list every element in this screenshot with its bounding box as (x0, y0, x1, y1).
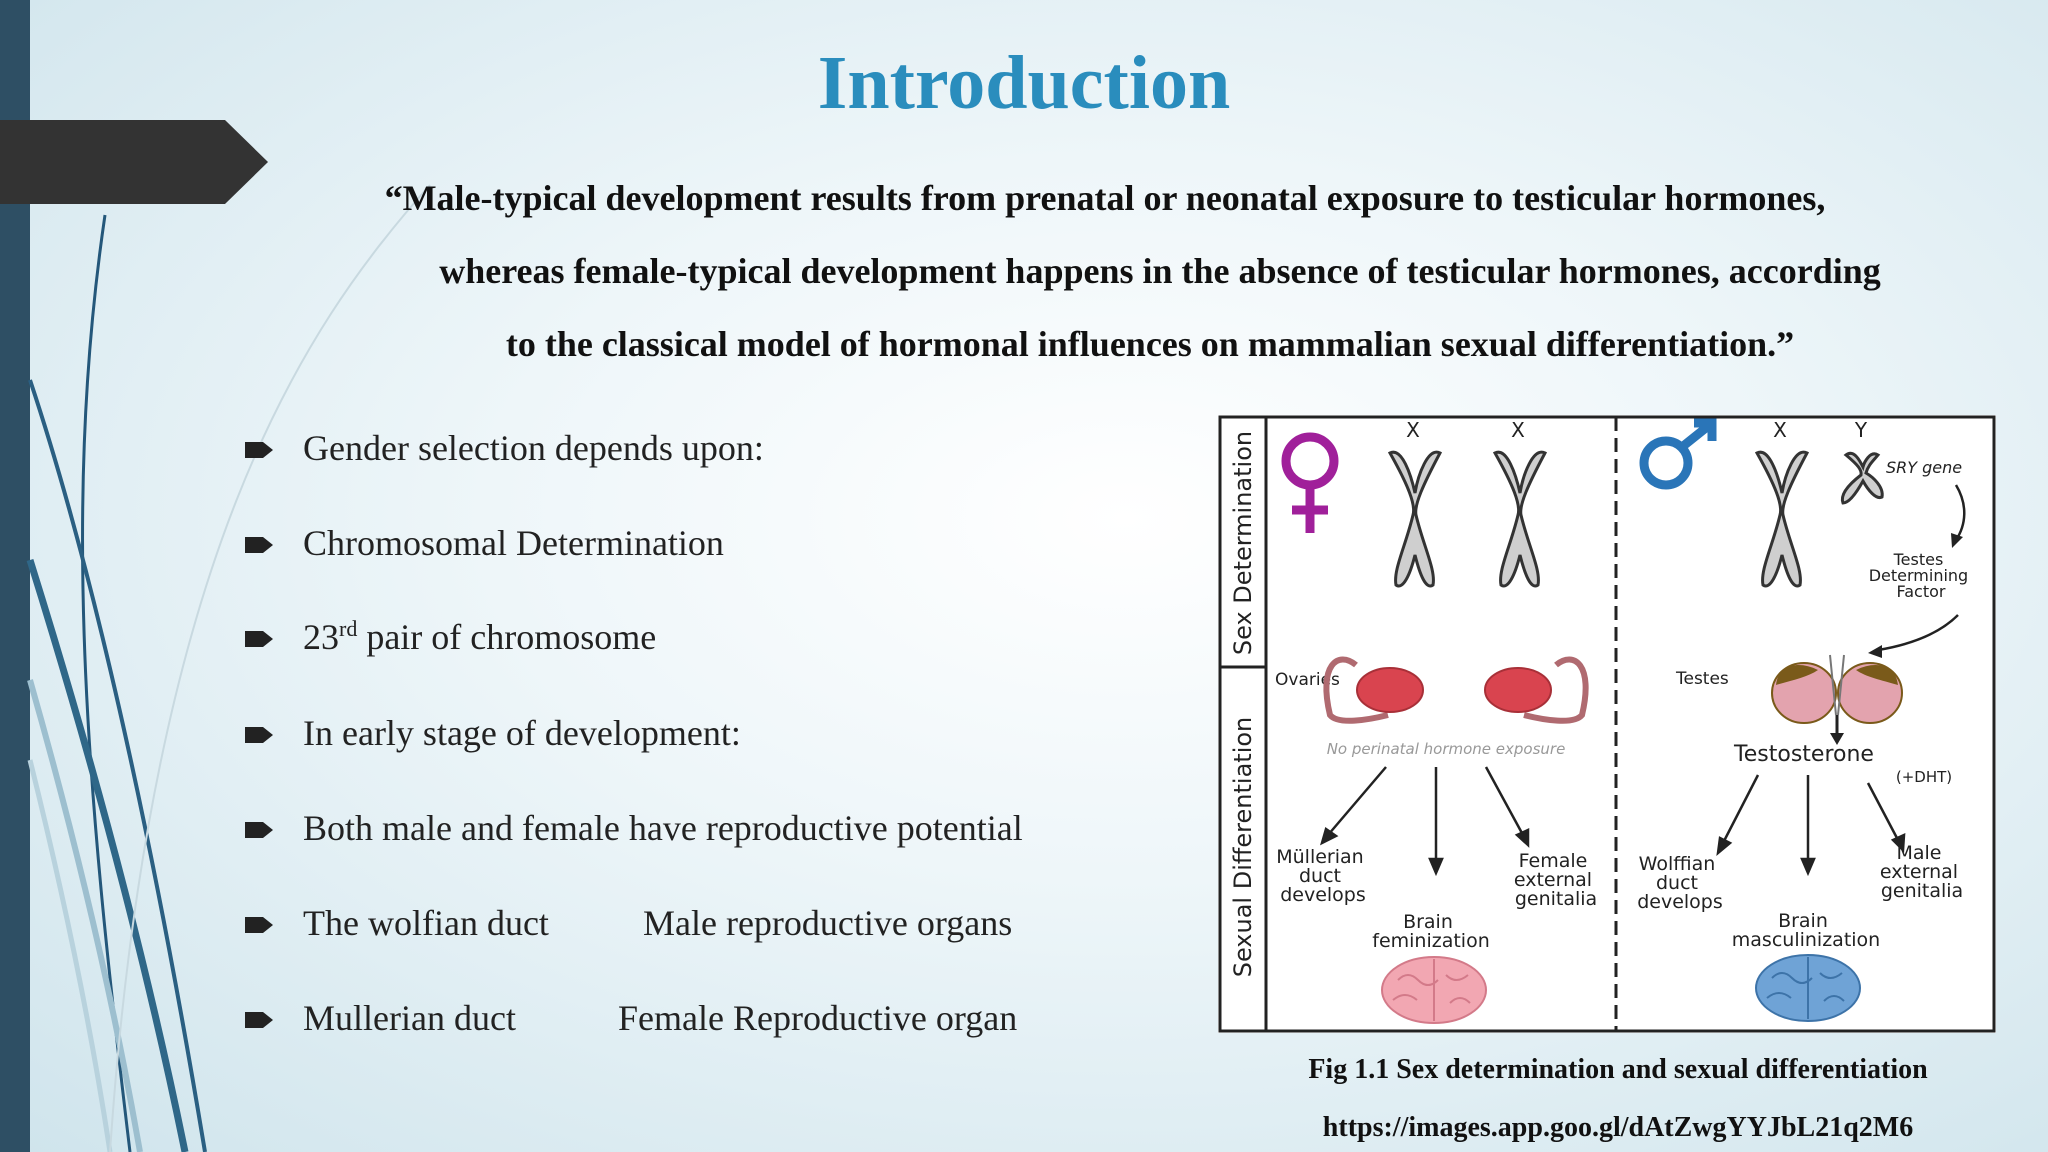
slide-title: Introduction (817, 41, 1231, 125)
arrow-bullet-icon (245, 442, 273, 458)
bullet-result-text: Female Reproductive organ (618, 998, 1018, 1038)
chromosome-label-x: X (1406, 418, 1420, 442)
bullet-text: Both male and female have reproductive p… (303, 808, 1023, 848)
testosterone-label: Testosterone (1733, 742, 1874, 767)
figure-frame (1218, 415, 1996, 1033)
y-chromosome-icon (1840, 452, 1884, 505)
outcome-female-genitalia: Female external genitalia (1514, 850, 1598, 910)
outcome-wolffian: Wolffian duct develops (1637, 853, 1723, 913)
arrow-tab-shape (0, 120, 268, 204)
side-label-sex-determination: Sex Determination (1229, 431, 1257, 655)
outcome-mullerian: Müllerian duct develops (1276, 846, 1370, 906)
brain-pink-icon (1381, 956, 1487, 1024)
sry-arrowhead (1951, 533, 1963, 548)
male-arrows (1716, 774, 1906, 877)
factor-arrow (1877, 614, 1959, 652)
outcome-male-genitalia: Male external genitalia (1880, 842, 1964, 902)
quote-line: to the classical model of hormonal influ… (505, 324, 1795, 364)
quote-block: “Male-typical development results from p… (300, 162, 2000, 381)
arrow-bullet-icon (245, 631, 273, 647)
figure-source-url: https://images.app.goo.gl/dAtZwgYYJbL21q… (1322, 1112, 1914, 1143)
bullet-text: The wolfian duct (303, 903, 549, 943)
bullet-text: Gender selection depends upon: (303, 428, 764, 468)
decorative-swoosh-lines (26, 184, 431, 1152)
chromosome-label-x: X (1511, 418, 1525, 442)
arrow-bullet-icon (245, 727, 273, 743)
bullet-text: In early stage of development: (303, 713, 741, 753)
brain-blue-icon (1755, 954, 1861, 1022)
arrow-bullet-icon (245, 917, 273, 933)
male-symbol-icon (1639, 418, 1717, 490)
figure-caption: Fig 1.1 Sex determination and sexual dif… (1308, 1054, 1928, 1085)
bullet-text: Chromosomal Determination (303, 523, 724, 563)
testes-label: Testes (1675, 669, 1729, 689)
testes-arrowhead (1830, 733, 1844, 745)
x-chromosome-icon (1754, 450, 1810, 588)
factor-arrowhead (1868, 645, 1882, 658)
female-arrows (1320, 766, 1530, 877)
ovaries-icon (1323, 656, 1589, 724)
arrow-bullet-icon (245, 1012, 273, 1028)
quote-line: whereas female-typical development happe… (439, 251, 1881, 291)
sex-differentiation-figure: Sex Determination Sexual Differentiation… (1218, 415, 1996, 1033)
bullet-result-text: Male reproductive organs (643, 903, 1013, 943)
outcome-brain-masculinization: Brain masculinization (1732, 910, 1880, 951)
testes-determining-factor-label: Testes Determining Factor (1869, 550, 1974, 601)
testes-icon (1771, 654, 1903, 724)
chromosome-label-y: Y (1854, 418, 1868, 442)
quote-line: “Male-typical development results from p… (384, 178, 1826, 218)
sry-gene-label: SRY gene (1886, 458, 1962, 477)
dht-note: (+DHT) (1896, 768, 1952, 786)
no-hormone-note: No perinatal hormone exposure (1327, 740, 1566, 758)
bullet-text: 23rd pair of chromosome (303, 616, 657, 657)
arrow-bullet-icon (245, 822, 273, 838)
outcome-brain-feminization: Brain feminization (1372, 911, 1490, 952)
x-chromosome-icon (1492, 450, 1548, 588)
x-chromosome-icon (1387, 450, 1443, 588)
side-label-sexual-differentiation: Sexual Differentiation (1229, 717, 1257, 978)
bullet-text: Mullerian duct (303, 998, 516, 1038)
arrow-bullet-icon (245, 537, 273, 553)
chromosome-label-x: X (1773, 418, 1787, 442)
female-symbol-icon (1281, 432, 1339, 533)
